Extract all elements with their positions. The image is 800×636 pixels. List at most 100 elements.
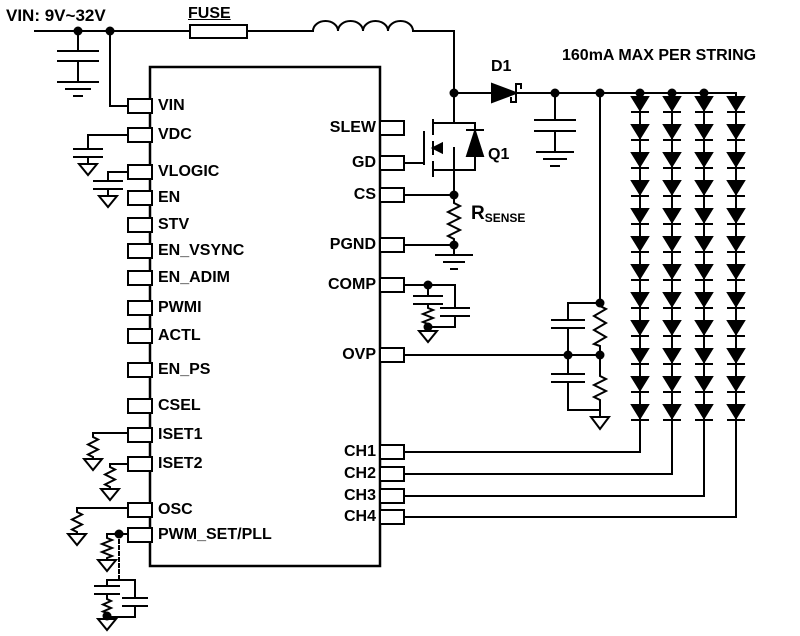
led-icon — [662, 96, 682, 112]
led-icon — [726, 124, 746, 140]
pin-label-pwmset-pll: PWM_SET/PLL — [158, 526, 272, 543]
ground-arrow-icon — [98, 488, 122, 502]
led-icon — [726, 180, 746, 196]
pin-label-ovp: OVP — [342, 346, 376, 363]
osc-resistor — [65, 507, 129, 547]
ground-arrow-icon — [589, 416, 611, 431]
led-icon — [726, 348, 746, 364]
led-icon — [662, 376, 682, 392]
led-icon — [726, 292, 746, 308]
pin-label-en-ps: EN_PS — [158, 361, 211, 378]
led-icon — [662, 236, 682, 252]
ground-arrow-icon — [96, 195, 120, 209]
pin-label-ch4: CH4 — [343, 508, 376, 525]
led-icon — [630, 404, 650, 420]
pin-label-csel: CSEL — [158, 397, 201, 414]
led-icon — [694, 124, 714, 140]
mosfet-q1 — [401, 92, 485, 196]
ground-arrow-icon — [416, 330, 440, 344]
fuse-label: FUSE — [188, 5, 231, 22]
body-diode-icon — [465, 127, 485, 157]
vin-pin-wire — [109, 30, 127, 107]
led-icon — [726, 264, 746, 280]
pin-label-comp: COMP — [328, 276, 376, 293]
pin-label-actl: ACTL — [158, 327, 201, 344]
led-icon — [694, 320, 714, 336]
led-icon — [694, 348, 714, 364]
pin-label-ch1: CH1 — [343, 443, 376, 460]
led-string-1 — [403, 88, 650, 453]
pin-label-stv: STV — [158, 216, 190, 233]
led-icon — [662, 124, 682, 140]
led-icon — [630, 208, 650, 224]
pin-label-ch3: CH3 — [343, 487, 376, 504]
ic-pin-box — [379, 237, 405, 253]
pin-label-vlogic: VLOGIC — [158, 163, 220, 180]
ground-arrow-icon — [65, 533, 89, 547]
ic-pin-box — [379, 187, 405, 203]
led-icon — [662, 264, 682, 280]
ic-pin-box — [379, 509, 405, 525]
led-icon — [662, 292, 682, 308]
led-icon — [694, 152, 714, 168]
ic-pin-box — [379, 444, 405, 460]
earth-ground-icon — [57, 81, 99, 97]
mosfet-q1-label: Q1 — [488, 146, 510, 163]
led-icon — [694, 264, 714, 280]
led-string-3 — [403, 88, 714, 497]
ic-pin-box — [127, 243, 153, 259]
ic-pin-box — [379, 277, 405, 293]
led-icon — [726, 404, 746, 420]
led-icon — [662, 152, 682, 168]
pin-label-vdc: VDC — [158, 126, 192, 143]
ground-arrow-icon — [95, 618, 119, 632]
led-icon — [694, 180, 714, 196]
led-icon — [630, 152, 650, 168]
pin-label-cs: CS — [353, 186, 376, 203]
ic-pin-box — [127, 190, 153, 206]
led-icon — [662, 348, 682, 364]
pin-label-gd: GD — [352, 154, 376, 171]
ic-pin-box — [127, 98, 153, 114]
led-icon — [662, 208, 682, 224]
iset2-resistor — [98, 463, 129, 502]
led-icon — [630, 376, 650, 392]
led-icon — [694, 96, 714, 112]
led-icon — [726, 376, 746, 392]
ic-pin-box — [379, 155, 405, 171]
ic-pin-box — [127, 502, 153, 518]
iset1-resistor — [81, 432, 129, 472]
ic-pin-box — [127, 427, 153, 443]
pin-label-en: EN — [158, 189, 181, 206]
input-voltage-label: VIN: 9V~32V — [6, 6, 106, 25]
output-capacitor — [534, 92, 576, 167]
ic-pin-box — [127, 362, 153, 378]
junction-dots — [73, 26, 605, 621]
comp-network — [401, 284, 470, 344]
led-icon — [630, 96, 650, 112]
ic-pin-box — [379, 466, 405, 482]
schottky-diode-d1 — [453, 82, 737, 104]
led-icon — [694, 208, 714, 224]
ground-arrow-icon — [95, 559, 119, 573]
ic-pin-box — [127, 217, 153, 233]
led-string-4 — [403, 92, 746, 518]
pin-label-en-adim: EN_ADIM — [158, 269, 231, 286]
ic-pin-box — [127, 270, 153, 286]
inductor — [311, 20, 415, 33]
led-icon — [662, 404, 682, 420]
led-array — [403, 88, 746, 518]
ground-arrow-icon — [76, 163, 100, 177]
ic-pin-box — [127, 527, 153, 543]
ic-pin-box — [379, 488, 405, 504]
sense-resistor — [445, 194, 463, 246]
pin-label-pgnd: PGND — [329, 236, 376, 253]
ground-arrow-icon — [81, 458, 105, 472]
ic-pin-box — [127, 300, 153, 316]
ic-pin-box — [127, 164, 153, 180]
led-icon — [630, 236, 650, 252]
fuse — [189, 24, 248, 39]
pin-label-en-vsync: EN_VSYNC — [158, 242, 245, 259]
ic-pin-box — [127, 328, 153, 344]
